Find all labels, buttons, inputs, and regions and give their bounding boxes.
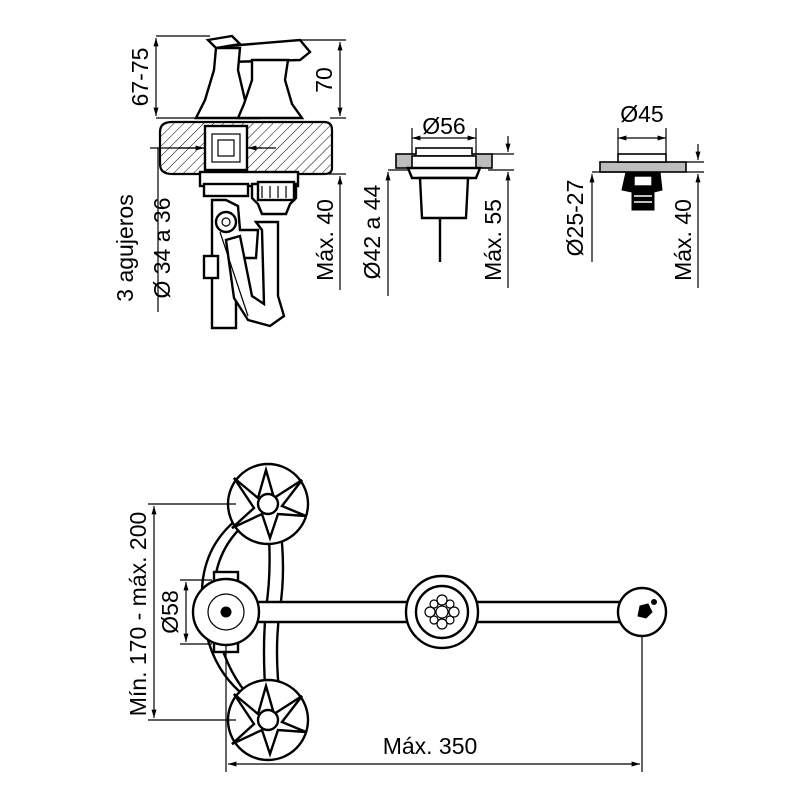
plan-view [191, 462, 668, 762]
dim-max-length: Máx. 350 [383, 733, 478, 759]
dim-cap-hole-range: Ø25-27 [562, 180, 588, 257]
top-cross-handle [226, 462, 310, 546]
mounting-hole [203, 124, 249, 172]
drain-dimensions: Ø56 Ø42 a 44 Máx. 55 [359, 113, 514, 296]
cap-dimensions: Ø45 Ø25-27 Máx. 40 [562, 101, 704, 288]
side-view-mixer [158, 34, 334, 330]
dim-spread-range: Mín. 170 - máx. 200 [125, 512, 151, 717]
cap-assembly [599, 153, 687, 211]
dim-top-height-range: 67-75 [127, 48, 153, 107]
dim-drain-diameter: Ø56 [422, 113, 465, 139]
drain-body [418, 176, 470, 220]
dim-cap-diameter: Ø45 [620, 101, 663, 127]
dim-holes-label: 3 agujeros [112, 194, 138, 301]
dim-cap-max-depth: Máx. 40 [670, 199, 696, 281]
dim-body-max-depth: Máx. 40 [312, 199, 338, 281]
inlet-hose-right [224, 220, 286, 328]
plan-view-dimensions: Mín. 170 - máx. 200 Ø58 Máx. 350 [125, 503, 643, 772]
cap-plate [599, 161, 687, 173]
drain-assembly [395, 147, 493, 262]
dim-top-height: 70 [311, 67, 337, 93]
bottom-cross-handle [226, 678, 310, 762]
dim-drain-max-depth: Máx. 55 [480, 199, 506, 281]
dim-drain-hole-range: Ø42 a 44 [359, 184, 385, 279]
dim-hub-diameter: Ø58 [157, 590, 183, 633]
right-valve-body [236, 58, 305, 120]
side-view-dimensions: 67-75 70 3 agujeros Ø 34 a 36 Máx. 40 [112, 35, 346, 312]
dim-holes-diameter: Ø 34 a 36 [149, 197, 175, 298]
